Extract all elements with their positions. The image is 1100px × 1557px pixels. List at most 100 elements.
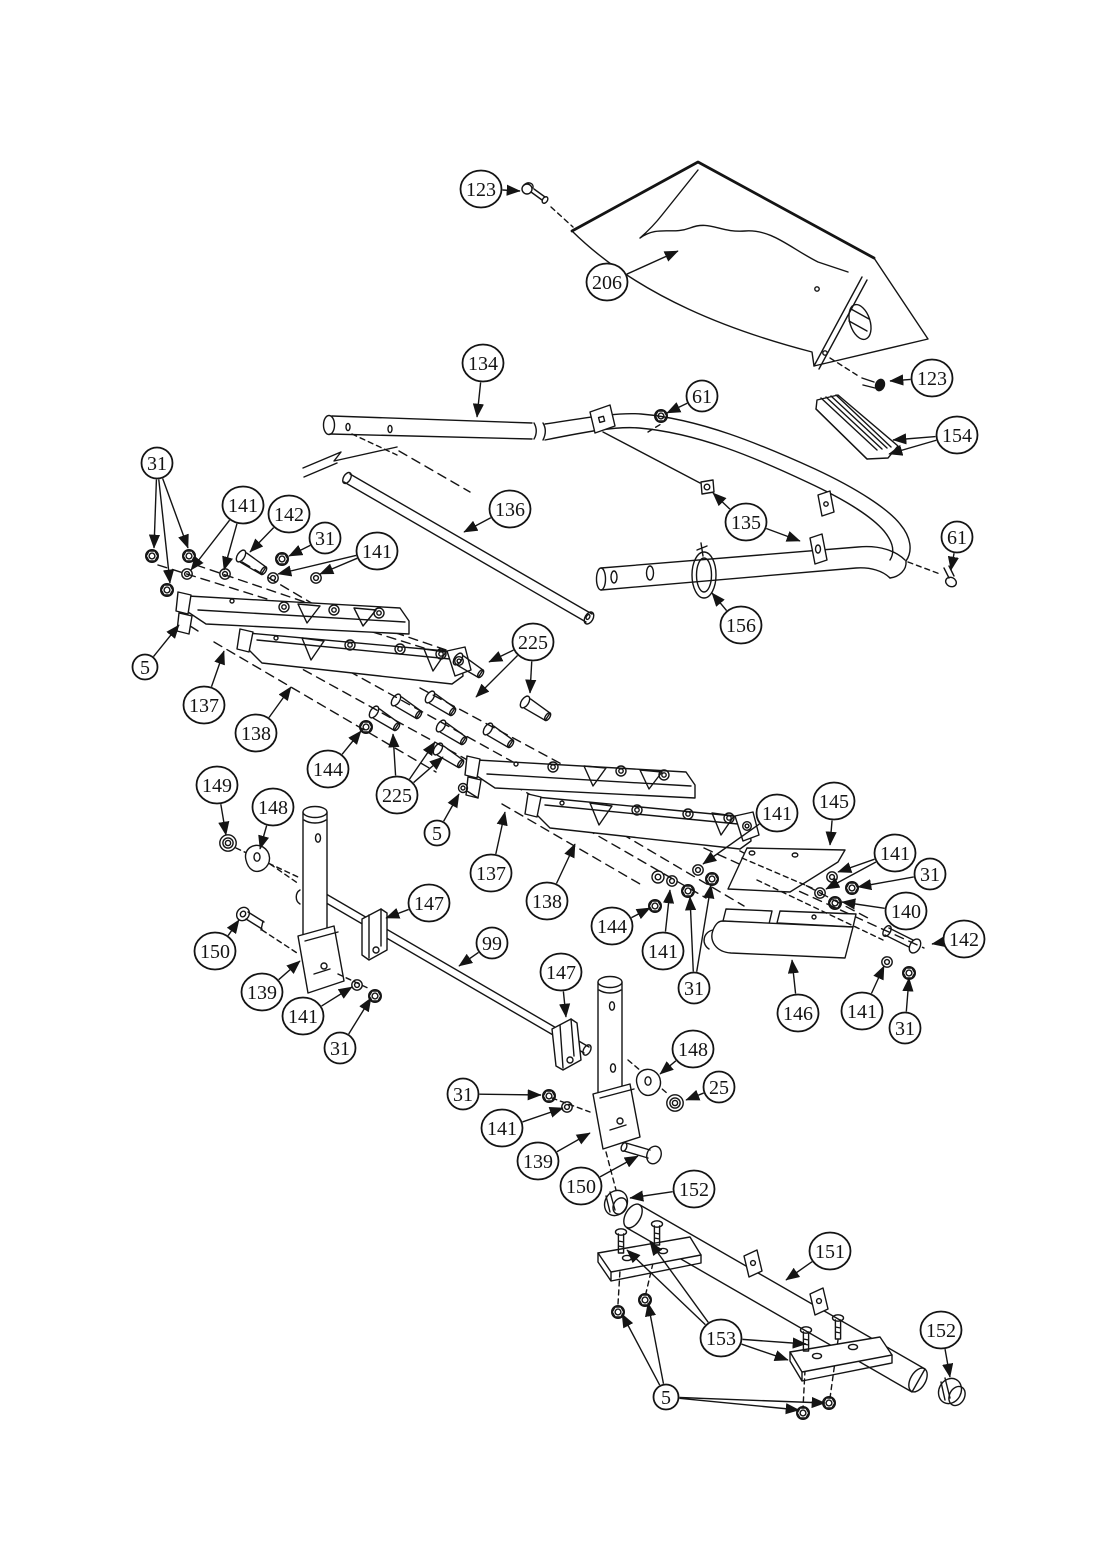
callout-147: 147 bbox=[539, 952, 583, 1018]
balloon-circle bbox=[652, 1383, 680, 1411]
leader-line bbox=[666, 402, 688, 414]
nut-31-icon bbox=[159, 583, 175, 597]
nut-31-icon bbox=[368, 989, 382, 1003]
washer-141-icon bbox=[351, 979, 363, 991]
balloon-circle bbox=[375, 775, 419, 815]
balloon-circle bbox=[812, 781, 856, 821]
leader-line bbox=[443, 793, 460, 822]
nut-31-icon bbox=[542, 1088, 556, 1104]
nut-5-icon bbox=[638, 1292, 652, 1308]
leader-line bbox=[649, 1241, 709, 1323]
callout-139: 139 bbox=[516, 1132, 591, 1181]
balloon-number: 142 bbox=[949, 929, 979, 951]
bolt-225-icon bbox=[517, 693, 554, 725]
callout-123: 123 bbox=[889, 358, 954, 398]
leader-line bbox=[712, 492, 731, 510]
washer-141-icon bbox=[310, 572, 322, 584]
balloon-number: 147 bbox=[414, 893, 444, 915]
callout-148: 148 bbox=[659, 1029, 715, 1075]
callout-151: 151 bbox=[785, 1231, 852, 1281]
leader-line bbox=[249, 527, 275, 553]
nut-31-icon bbox=[845, 881, 859, 895]
balloon-circle bbox=[475, 926, 509, 960]
balloon-number: 31 bbox=[895, 1018, 915, 1040]
leader-line bbox=[841, 898, 885, 910]
callout-206: 206 bbox=[585, 250, 679, 302]
balloon-number: 145 bbox=[819, 791, 849, 813]
nut-31-icon bbox=[681, 884, 695, 898]
leader-line bbox=[385, 908, 409, 919]
balloon-number: 206 bbox=[592, 272, 622, 294]
callout-138: 138 bbox=[234, 686, 292, 753]
leader-line bbox=[947, 553, 959, 571]
part-frame-assembly-1 bbox=[175, 591, 611, 801]
leader-line bbox=[931, 936, 947, 948]
balloon-circle bbox=[267, 494, 311, 534]
balloon-circle bbox=[407, 883, 451, 923]
leader-line bbox=[629, 1190, 673, 1202]
bracket-147-2 bbox=[551, 1018, 582, 1071]
balloon-circle bbox=[221, 485, 265, 525]
balloon-circle bbox=[559, 1166, 603, 1206]
part-rod-136 bbox=[342, 450, 595, 625]
callout-137: 137 bbox=[469, 811, 513, 893]
leader-line bbox=[679, 1396, 826, 1409]
balloon-circle bbox=[884, 891, 928, 931]
balloon-number: 146 bbox=[783, 1003, 813, 1025]
callout-148: 148 bbox=[251, 787, 295, 850]
nut-144-icon bbox=[648, 899, 662, 913]
callout-152: 152 bbox=[629, 1169, 716, 1209]
clamp-156-icon bbox=[691, 542, 717, 599]
washer-141-icon bbox=[692, 864, 704, 876]
balloon-circle bbox=[131, 653, 159, 681]
balloon-circle bbox=[480, 1108, 524, 1148]
balloon-number: 144 bbox=[597, 916, 627, 938]
balloon-number: 61 bbox=[947, 527, 967, 549]
leader-line bbox=[525, 661, 537, 694]
part-frame-assembly-2 bbox=[457, 755, 925, 949]
balloon-circle bbox=[677, 971, 711, 1005]
leader-line bbox=[278, 960, 301, 981]
leader-line bbox=[631, 907, 651, 920]
leader-line bbox=[288, 544, 311, 557]
balloon-circle bbox=[913, 857, 947, 891]
leader-line bbox=[888, 439, 937, 456]
leader-line bbox=[857, 876, 914, 891]
leader-line bbox=[559, 991, 571, 1018]
leader-line bbox=[659, 1060, 677, 1075]
leader-line bbox=[684, 896, 697, 972]
clip-nut-135-icon bbox=[700, 479, 715, 495]
balloon-circle bbox=[459, 169, 503, 209]
leader-line bbox=[388, 733, 400, 776]
leader-line bbox=[210, 650, 225, 687]
leader-line bbox=[870, 965, 885, 994]
balloon-number: 152 bbox=[926, 1320, 956, 1342]
callout-31: 31 bbox=[888, 977, 922, 1045]
balloon-circle bbox=[724, 502, 768, 542]
part-pipe-134 bbox=[322, 414, 546, 456]
part-tube-151 bbox=[623, 1203, 928, 1393]
balloon-circle bbox=[702, 1070, 736, 1104]
leader-line bbox=[226, 919, 240, 936]
leader-line bbox=[889, 374, 911, 386]
balloon-circle bbox=[240, 972, 284, 1012]
balloon-circle bbox=[140, 446, 174, 480]
callout-154: 154 bbox=[888, 415, 979, 456]
balloon-number: 31 bbox=[315, 528, 335, 550]
balloon-circle bbox=[641, 931, 685, 971]
balloon-number: 148 bbox=[258, 797, 288, 819]
callout-137: 137 bbox=[182, 650, 226, 725]
callout-152: 152 bbox=[919, 1310, 963, 1378]
part-pad-154 bbox=[815, 394, 899, 460]
leader-line bbox=[711, 592, 728, 611]
balloon-number: 225 bbox=[382, 785, 412, 807]
callout-141: 141 bbox=[641, 889, 685, 971]
screw-150-1-icon bbox=[235, 906, 265, 931]
callout-141: 141 bbox=[277, 531, 399, 577]
leader-line bbox=[495, 811, 508, 855]
bolt-225-icon bbox=[480, 720, 517, 752]
balloon-circle bbox=[461, 343, 505, 383]
leader-line bbox=[222, 523, 238, 571]
